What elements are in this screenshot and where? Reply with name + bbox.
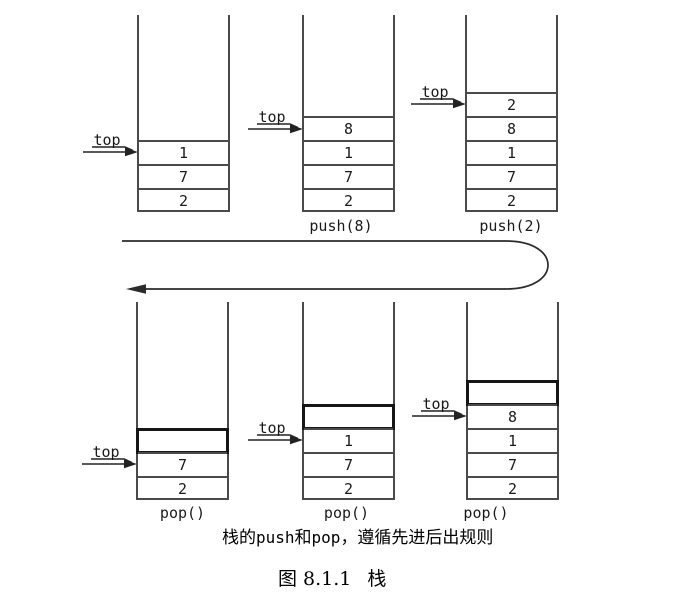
stack-after-push-2: 2 8 1 7 2 bbox=[465, 15, 558, 212]
return-arrow-path bbox=[122, 240, 549, 290]
stack-after-pop-2: 1 7 2 bbox=[302, 302, 395, 500]
stack-cell: 1 bbox=[467, 140, 556, 164]
stack-cell: 1 bbox=[304, 140, 393, 164]
top-pointer-label: top bbox=[258, 108, 286, 126]
stack-after-pop-1: 7 2 bbox=[136, 302, 229, 500]
stack-cell: 7 bbox=[304, 452, 393, 476]
stack-cell: 2 bbox=[468, 476, 557, 500]
note-segment: 和 bbox=[294, 528, 312, 548]
stack-cell: 7 bbox=[138, 452, 227, 476]
stack-cell: 2 bbox=[467, 92, 556, 116]
operation-label-pop-1: pop() bbox=[159, 504, 206, 522]
top-pointer-label: top bbox=[422, 395, 450, 413]
stack-after-push-8: 8 1 7 2 bbox=[302, 15, 395, 212]
stack-initial: 1 7 2 bbox=[137, 15, 230, 212]
popped-slot bbox=[136, 428, 229, 454]
figure-caption-number: 图 8.1.1 bbox=[278, 568, 352, 590]
popped-slot bbox=[302, 404, 395, 430]
figure-caption: 图 8.1.1 栈 bbox=[278, 568, 386, 590]
top-pointer-label: top bbox=[258, 419, 286, 437]
top-pointer-label: top bbox=[421, 83, 449, 101]
popped-slot bbox=[466, 380, 559, 406]
note-segment: push bbox=[256, 528, 295, 547]
figure-caption-title: 栈 bbox=[367, 568, 387, 590]
operation-label-push-2: push(2) bbox=[479, 217, 543, 235]
stack-cell: 2 bbox=[304, 476, 393, 500]
operation-label-pop-2: pop() bbox=[323, 504, 370, 522]
stack-cell: 1 bbox=[139, 140, 228, 164]
stack-cell: 2 bbox=[138, 476, 227, 500]
stack-cell: 2 bbox=[304, 188, 393, 212]
operation-label-pop-3: pop() bbox=[463, 504, 509, 522]
top-pointer-label: top bbox=[93, 131, 121, 149]
stack-cell: 7 bbox=[304, 164, 393, 188]
note-segment: pop bbox=[311, 528, 341, 547]
stack-cell: 1 bbox=[468, 428, 557, 452]
stack-cell: 7 bbox=[468, 452, 557, 476]
top-pointer-label: top bbox=[92, 443, 120, 461]
stack-after-pop-3: 8 1 7 2 bbox=[466, 302, 559, 500]
stack-cell: 2 bbox=[467, 188, 556, 212]
stack-cell: 8 bbox=[467, 116, 556, 140]
stack-cell: 8 bbox=[468, 404, 557, 428]
stack-cell: 8 bbox=[304, 116, 393, 140]
note-segment: ，遵循先进后出规则 bbox=[340, 528, 494, 548]
stack-cell: 7 bbox=[139, 164, 228, 188]
stack-cell: 2 bbox=[139, 188, 228, 212]
return-arrow bbox=[122, 240, 549, 294]
figure-note: 栈的push和pop，遵循先进后出规则 bbox=[222, 528, 493, 548]
arrow-head-icon bbox=[126, 284, 146, 294]
stack-cell: 7 bbox=[467, 164, 556, 188]
note-segment: 栈的 bbox=[222, 528, 256, 548]
stack-cell: 1 bbox=[304, 428, 393, 452]
operation-label-push-8: push(8) bbox=[309, 217, 373, 235]
